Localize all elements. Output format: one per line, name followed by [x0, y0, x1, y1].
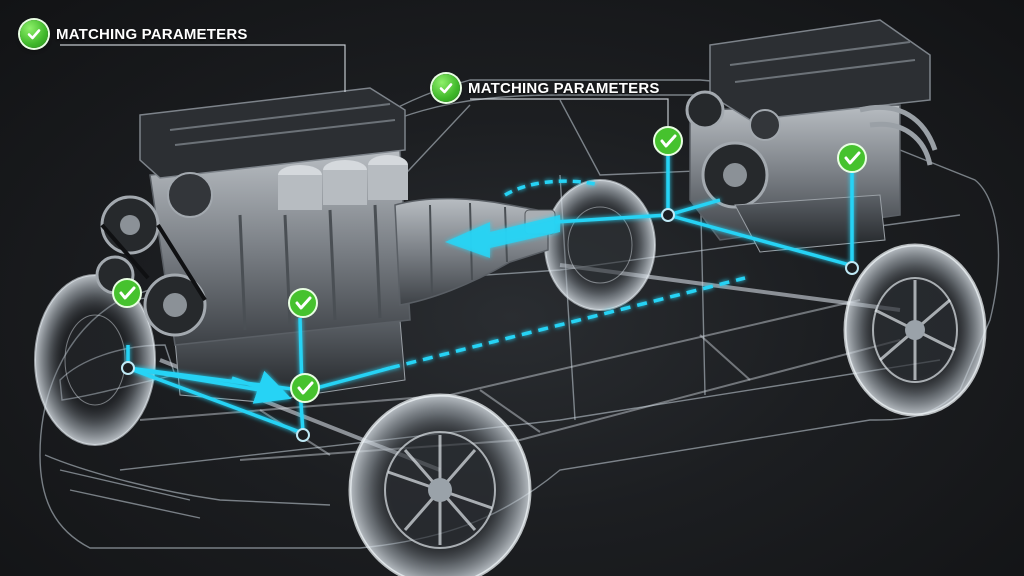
check-icon [432, 74, 460, 102]
flow-line-front-horizontal [127, 366, 261, 392]
car-bumper [44, 454, 331, 506]
wheel-rear-right [843, 243, 987, 417]
car-sill [119, 359, 941, 471]
connector-node-icon [661, 208, 675, 222]
flow-line-right-branch [667, 213, 851, 267]
callout-right-text: MATCHING PARAMETERS [468, 79, 660, 97]
flow-line-front-lower [127, 366, 301, 434]
flow-line-front-bottom [126, 345, 305, 433]
check-icon [653, 126, 683, 156]
check-icon [290, 373, 320, 403]
flow-arrow-icon [445, 215, 560, 258]
wheel-front-left [34, 274, 156, 446]
engine-right-intake [859, 104, 938, 166]
flow-line-connector [231, 370, 292, 404]
engine-left-pulleys [95, 172, 213, 337]
callout-right-leader [470, 98, 669, 128]
wheel-front-right [348, 393, 532, 576]
check-icon [837, 143, 867, 173]
check-icon [288, 288, 318, 318]
callout-left: MATCHING PARAMETERS [20, 20, 248, 48]
check-icon [112, 278, 142, 308]
frame-crossmember-3 [699, 334, 751, 381]
engine-left-pistons [278, 155, 408, 210]
frame-crossmember-1 [259, 409, 331, 456]
connector-node-icon [121, 361, 135, 375]
wheel-rear-left [544, 179, 656, 311]
engine-right-pulleys [685, 90, 781, 209]
callout-left-text: MATCHING PARAMETERS [56, 25, 248, 43]
flow-lines [126, 143, 854, 434]
callout-left-leader [60, 44, 346, 92]
frame-rail-right [239, 339, 901, 461]
engine-right-oil-pan [734, 194, 886, 253]
check-markers [112, 126, 867, 403]
engine-left [95, 87, 411, 403]
flow-line-dashed-top [504, 179, 601, 197]
callout-right: MATCHING PARAMETERS [432, 74, 660, 102]
callout-leaders [60, 44, 669, 128]
connector-node-icon [296, 428, 310, 442]
car-grille [59, 469, 201, 519]
connector-node-icon [845, 261, 859, 275]
connector-nodes [121, 208, 859, 442]
check-icon [20, 20, 48, 48]
engine-right [685, 19, 938, 253]
frame-crossmember-2 [479, 389, 541, 433]
